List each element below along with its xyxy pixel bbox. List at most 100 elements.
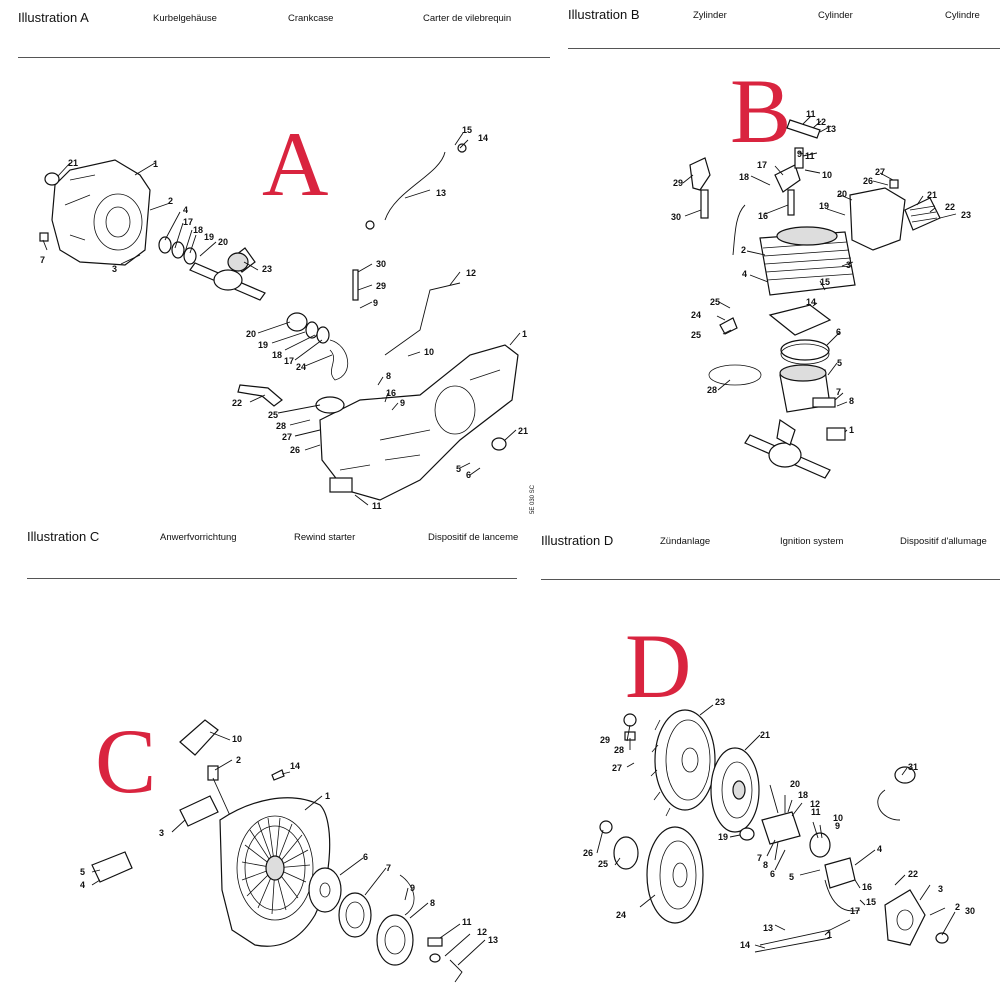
callout-d-3: 29 [600, 735, 610, 745]
callout-c-10: 5 [80, 867, 85, 877]
callout-b-6: 10 [822, 170, 832, 180]
seal-21-right [491, 437, 507, 451]
pin-30 [352, 269, 359, 301]
illustration-a-header: Illustration A Kurbelgehäuse Crankcase C… [0, 0, 555, 40]
callout-d-10: 10 [833, 813, 843, 823]
callout-d-19: 24 [616, 910, 626, 920]
gear-24 [646, 826, 704, 924]
callout-b-2: 12 [816, 117, 826, 127]
illustration-d-header: Illustration D Zündanlage Ignition syste… [530, 520, 1000, 560]
callout-b-24: 25 [710, 297, 720, 307]
callout-d-6: 20 [790, 779, 800, 789]
callout-b-17: 23 [961, 210, 971, 220]
callout-d-31: 1 [827, 930, 832, 940]
seal-21-left [44, 172, 60, 186]
connecting-rod [227, 252, 249, 272]
nut-7 [39, 232, 49, 242]
callout-b-20: 3 [846, 260, 851, 270]
clip-24 [719, 317, 738, 335]
callout-b-31: 8 [849, 396, 854, 406]
callout-a-35: 21 [518, 426, 528, 436]
callout-b-15: 21 [927, 190, 937, 200]
callout-a-30: 28 [276, 421, 286, 431]
rope-rotor-8 [376, 914, 414, 966]
callout-d-26: 3 [938, 884, 943, 894]
illustration-c-title-fr: Dispositif de lanceme [428, 532, 519, 543]
illustration-c-letter: C [95, 710, 157, 812]
callout-a-13: 19 [258, 340, 268, 350]
illustration-c-label: Illustration C [27, 529, 100, 544]
muffler-20 [849, 187, 906, 251]
callout-b-1: 11 [806, 109, 816, 119]
callout-d-5: 27 [612, 763, 622, 773]
callout-a-19: 13 [436, 188, 446, 198]
callout-a-12: 20 [246, 329, 256, 339]
callout-b-9: 29 [673, 178, 683, 188]
callout-a-1: 21 [68, 158, 78, 168]
ignition-coil-4 [824, 857, 856, 889]
valve-16 [787, 189, 795, 216]
illustration-c-title-en: Rewind starter [294, 532, 356, 543]
ring-28 [708, 364, 762, 386]
clip-13 [449, 959, 463, 983]
callout-b-27: 6 [836, 327, 841, 337]
callout-b-4: 9 [797, 149, 802, 159]
illustration-a-title-fr: Carter de vilebrequin [423, 13, 512, 24]
illustration-d-panel: Illustration D Zündanlage Ignition syste… [530, 520, 1000, 1000]
illustration-b-divider [568, 48, 1000, 49]
callout-d-4: 28 [614, 745, 624, 755]
callout-d-14: 25 [598, 859, 608, 869]
tube-18 [732, 204, 746, 256]
callout-d-25: 17 [850, 906, 860, 916]
spring-9 [399, 874, 415, 916]
callout-d-15: 7 [757, 853, 762, 863]
callout-a-7: 19 [204, 232, 214, 242]
illustration-b-header: Illustration B Zylinder Cylinder Cylindr… [555, 0, 1000, 40]
callout-d-8: 12 [810, 799, 820, 809]
callout-a-15: 17 [284, 356, 294, 366]
callout-c-6: 6 [363, 852, 368, 862]
clip-14 [457, 143, 467, 153]
callout-b-29: 28 [707, 385, 717, 395]
illustration-a-divider [18, 57, 550, 58]
callout-d-30: 14 [740, 940, 750, 950]
callout-a-9: 7 [40, 255, 45, 265]
callout-d-18: 5 [789, 872, 794, 882]
piston-pin-7 [812, 397, 836, 408]
callout-d-20: 31 [908, 762, 918, 772]
callout-a-26: 16 [386, 388, 396, 398]
callout-d-16: 8 [763, 860, 768, 870]
hose-22 [237, 384, 283, 407]
illustration-d-divider [541, 579, 1000, 580]
callout-c-14: 13 [488, 935, 498, 945]
illustration-b-title-fr: Cylindre [945, 10, 980, 21]
callout-a-29: 25 [268, 410, 278, 420]
washer-26 [599, 820, 613, 834]
callout-d-28: 30 [965, 906, 975, 916]
callout-a-23: 12 [466, 268, 476, 278]
illustration-c-header: Illustration C Anwerfvorrichtung Rewind … [0, 520, 530, 560]
callout-c-1: 10 [232, 734, 242, 744]
callout-d-17: 6 [770, 869, 775, 879]
washer-6 [308, 867, 342, 913]
callout-d-23: 16 [862, 882, 872, 892]
callout-a-25: 8 [386, 371, 391, 381]
bearing-20 [286, 312, 308, 332]
illustration-a-panel: Illustration A Kurbelgehäuse Crankcase C… [0, 0, 555, 520]
callout-b-22: 15 [820, 277, 830, 287]
callout-a-5: 17 [183, 217, 193, 227]
callout-d-12: 19 [718, 832, 728, 842]
callout-c-8: 9 [410, 883, 415, 893]
pawl-11 [427, 937, 443, 947]
callout-d-21: 4 [877, 844, 882, 854]
callout-b-19: 2 [741, 245, 746, 255]
callout-a-18: 14 [478, 133, 488, 143]
callout-a-8: 20 [218, 237, 228, 247]
callout-a-3: 2 [168, 196, 173, 206]
spark-plug-30 [700, 189, 709, 219]
callout-d-29: 13 [763, 923, 773, 933]
